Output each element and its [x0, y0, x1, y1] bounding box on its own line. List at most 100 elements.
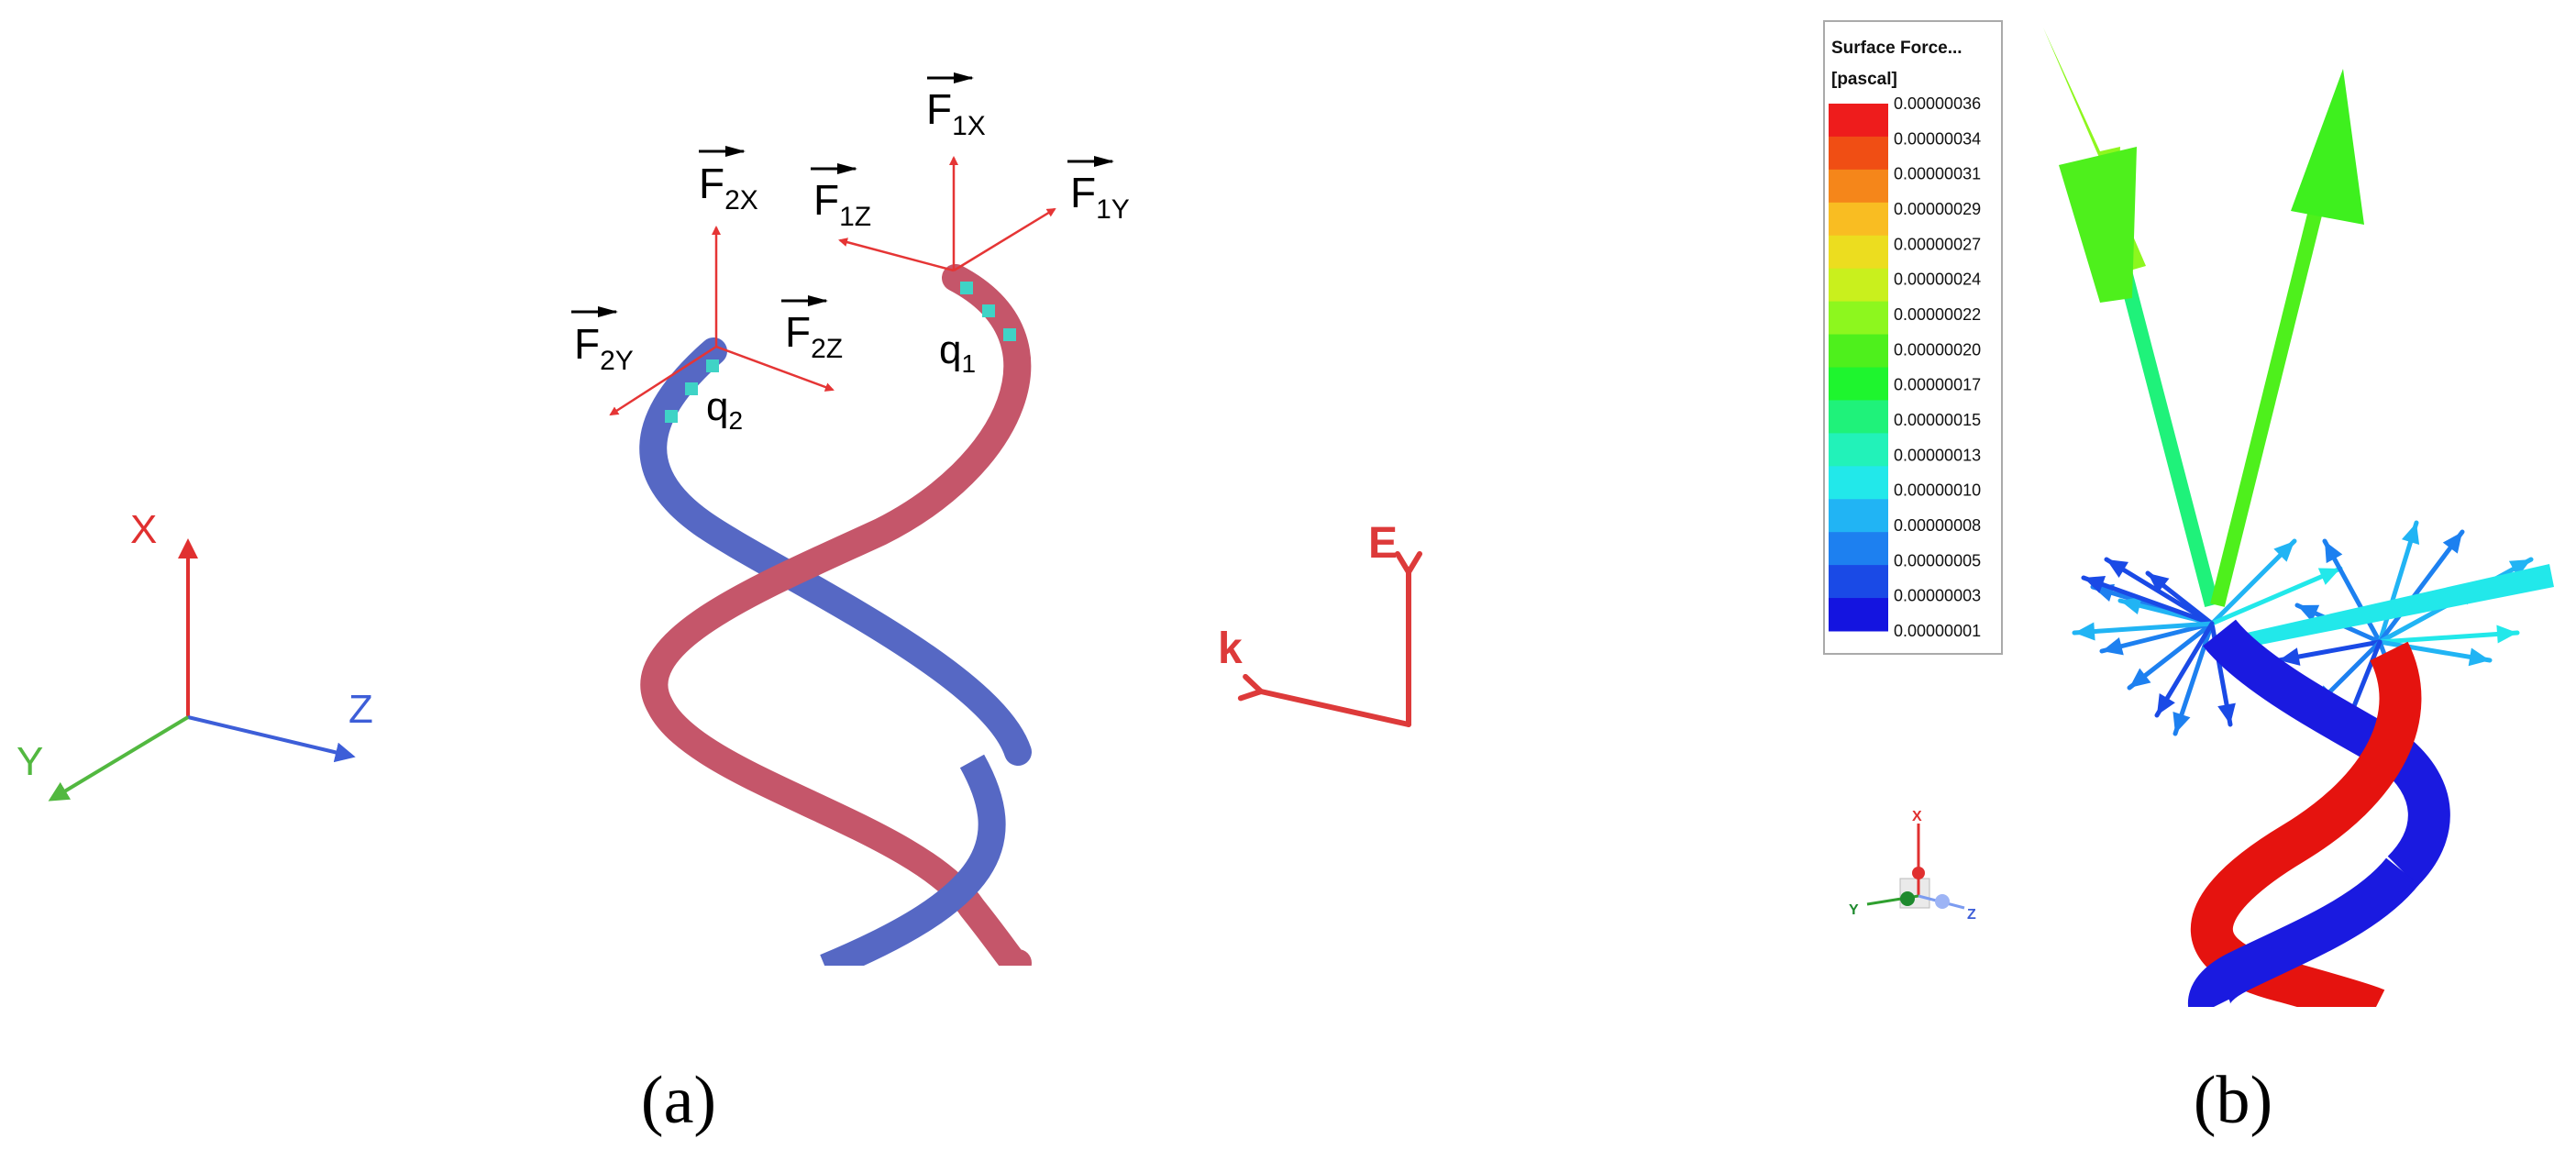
charge-marker — [706, 359, 719, 372]
vector-arrow-head — [2279, 647, 2301, 666]
legend-swatch — [1829, 565, 1888, 599]
force-label-2x: F2X — [699, 146, 758, 216]
legend-tick-label: 0.00000008 — [1894, 516, 1981, 535]
vector-arrow-shaft — [2377, 630, 2520, 645]
force-label-sub: 2X — [724, 185, 758, 216]
large-force-arrows — [2043, 28, 2364, 608]
charge-labels: q1 q2 — [706, 327, 976, 435]
force-label-sub: 1X — [952, 111, 986, 141]
legend-tick-label: 0.00000015 — [1894, 411, 1981, 429]
vector-arrow-shaft — [2209, 566, 2343, 626]
legend-swatch — [1829, 104, 1888, 138]
vector-arrow-shaft — [2081, 575, 2215, 626]
charge-marker — [1003, 328, 1016, 341]
charge-label-sub: 1 — [961, 349, 976, 378]
charge-marker — [685, 382, 698, 395]
charge-label-sub: 2 — [728, 406, 743, 435]
force-label-base: F — [813, 176, 839, 224]
legend-tick-label: 0.00000010 — [1894, 481, 1981, 500]
vector-arrow-head — [2120, 596, 2142, 615]
large-force-arrow-head-stack — [2059, 147, 2137, 303]
legend-swatch — [1829, 169, 1888, 204]
k-vector-label: k — [1218, 625, 1243, 673]
vector-arrow-head — [2074, 622, 2095, 641]
charge-label-base: q — [939, 327, 961, 372]
strand-2-front — [820, 754, 1006, 980]
legend-tick-label: 0.00000020 — [1894, 340, 1981, 359]
triad-y-knob — [1900, 891, 1915, 906]
color-legend: Surface Force... [pascal] 0.000000360.00… — [1823, 20, 2003, 655]
orientation-triad: X Y Z — [1849, 809, 1976, 923]
double-helix-b — [2183, 619, 2450, 1044]
vector-arrow-head — [2273, 541, 2294, 562]
legend-swatches — [1829, 104, 1888, 632]
legend-swatch — [1829, 136, 1888, 171]
crop-mask — [807, 966, 1064, 1002]
legend-tick-label: 0.00000013 — [1894, 446, 1981, 464]
legend-swatch — [1829, 499, 1888, 533]
force-label-2y: F2Y — [571, 306, 634, 376]
force-arrow-2y — [609, 345, 717, 416]
strand-2-back — [639, 337, 1032, 766]
legend-swatch — [1829, 301, 1888, 336]
force-label-1z: F1Z — [811, 163, 871, 232]
legend-title: Surface Force... — [1831, 39, 1962, 58]
caption-b: (b) — [2194, 1063, 2272, 1138]
double-helix — [639, 264, 1064, 1002]
axis-z-label: Z — [348, 687, 373, 732]
panel-a: X Z Y — [17, 72, 1422, 1138]
strand-1 — [640, 264, 1032, 979]
svg-text:F1Y: F1Y — [1070, 169, 1130, 225]
legend-swatch — [1829, 268, 1888, 303]
legend-tick-label: 0.00000029 — [1894, 200, 1981, 218]
legend-tick-label: 0.00000017 — [1894, 376, 1981, 394]
charge-marker — [982, 304, 995, 317]
e-field-label: E — [1368, 519, 1398, 568]
legend-swatch — [1829, 367, 1888, 401]
caption-a: (a) — [641, 1063, 716, 1138]
charge-marker — [960, 282, 973, 294]
vector-arrow-shaft — [2072, 621, 2215, 636]
force-labels: F1X F1Y F1Z F2X F2Z F2Y — [571, 72, 1130, 376]
charge-markers — [665, 282, 1016, 423]
strand-blue-front — [2187, 857, 2419, 1019]
force-label-base: F — [699, 160, 724, 207]
force-label-sub: 2Z — [811, 334, 843, 364]
force-arrow-2z — [715, 345, 835, 392]
vector-arrow-head — [2106, 559, 2128, 578]
vector-arrow-shaft — [2104, 557, 2215, 626]
vector-arrow-head — [2148, 573, 2170, 593]
charge-label-q2: q2 — [706, 384, 743, 435]
vector-arrow-head — [2157, 692, 2175, 715]
legend-swatch — [1829, 466, 1888, 500]
vector-arrow-head — [2217, 702, 2236, 724]
legend-tick-label: 0.00000036 — [1894, 94, 1981, 113]
xyz-axes: X Z Y — [17, 507, 373, 802]
vector-arrow-head — [2442, 532, 2462, 554]
vector-arrow-head — [2297, 604, 2320, 623]
k-vector-arrow — [1237, 673, 1411, 727]
svg-text:F2Z: F2Z — [785, 308, 843, 364]
crop-mask-b — [2183, 1007, 2421, 1044]
triad-z-label: Z — [1967, 907, 1976, 923]
vector-arrow-shaft — [2377, 520, 2419, 645]
force-arrows — [609, 156, 1056, 416]
vector-arrow-head — [2496, 625, 2517, 644]
axis-x-label: X — [130, 507, 157, 552]
legend-tick-label: 0.00000001 — [1894, 622, 1981, 640]
charge-label-base: q — [706, 384, 728, 429]
triad-x-knob — [1912, 867, 1925, 879]
svg-text:F2X: F2X — [699, 160, 758, 216]
svg-text:F1Z: F1Z — [813, 176, 871, 232]
legend-ticks: 0.000000360.000000340.000000310.00000029… — [1894, 94, 1981, 640]
force-label-1y: F1Y — [1067, 156, 1130, 225]
axis-z-arrow — [187, 715, 356, 763]
vector-arrow-head — [2129, 668, 2151, 688]
legend-swatch — [1829, 532, 1888, 566]
panel-b: Surface Force... [pascal] 0.000000360.00… — [1823, 20, 2554, 1138]
wave-axes: E k — [1218, 519, 1422, 727]
vector-arrow-head — [2084, 575, 2106, 593]
legend-tick-label: 0.00000027 — [1894, 235, 1981, 253]
charge-marker — [665, 410, 678, 423]
